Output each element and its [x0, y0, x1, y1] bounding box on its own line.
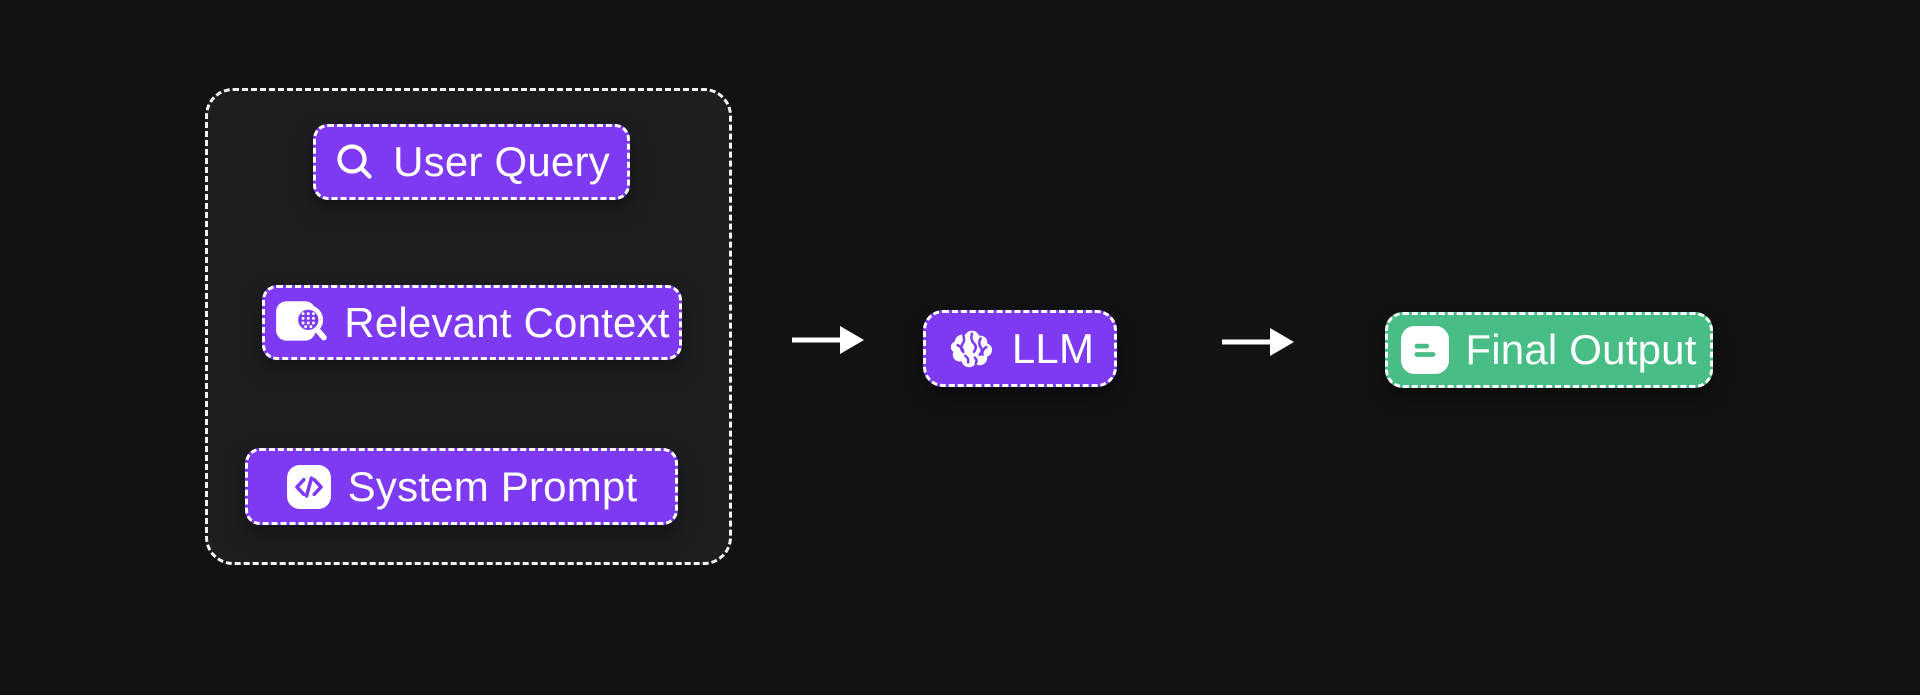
node-label: LLM: [1011, 324, 1095, 372]
document-search-icon: [274, 298, 328, 348]
node-system-prompt: System Prompt: [245, 448, 678, 525]
node-user-query: User Query: [313, 124, 630, 200]
right-arrow-icon: [1220, 322, 1296, 367]
node-label: System Prompt: [347, 462, 638, 510]
node-llm: LLM: [923, 310, 1117, 387]
node-label: User Query: [393, 138, 610, 185]
right-arrow-icon: [790, 320, 866, 365]
node-label: Final Output: [1465, 326, 1697, 373]
node-final-output: Final Output: [1385, 312, 1713, 388]
brain-icon: [946, 326, 996, 372]
node-label: Relevant Context: [344, 298, 670, 346]
search-icon: [333, 140, 377, 184]
code-icon: [286, 464, 332, 510]
node-relevant-context: Relevant Context: [262, 285, 682, 360]
document-lines-icon: [1401, 326, 1450, 374]
